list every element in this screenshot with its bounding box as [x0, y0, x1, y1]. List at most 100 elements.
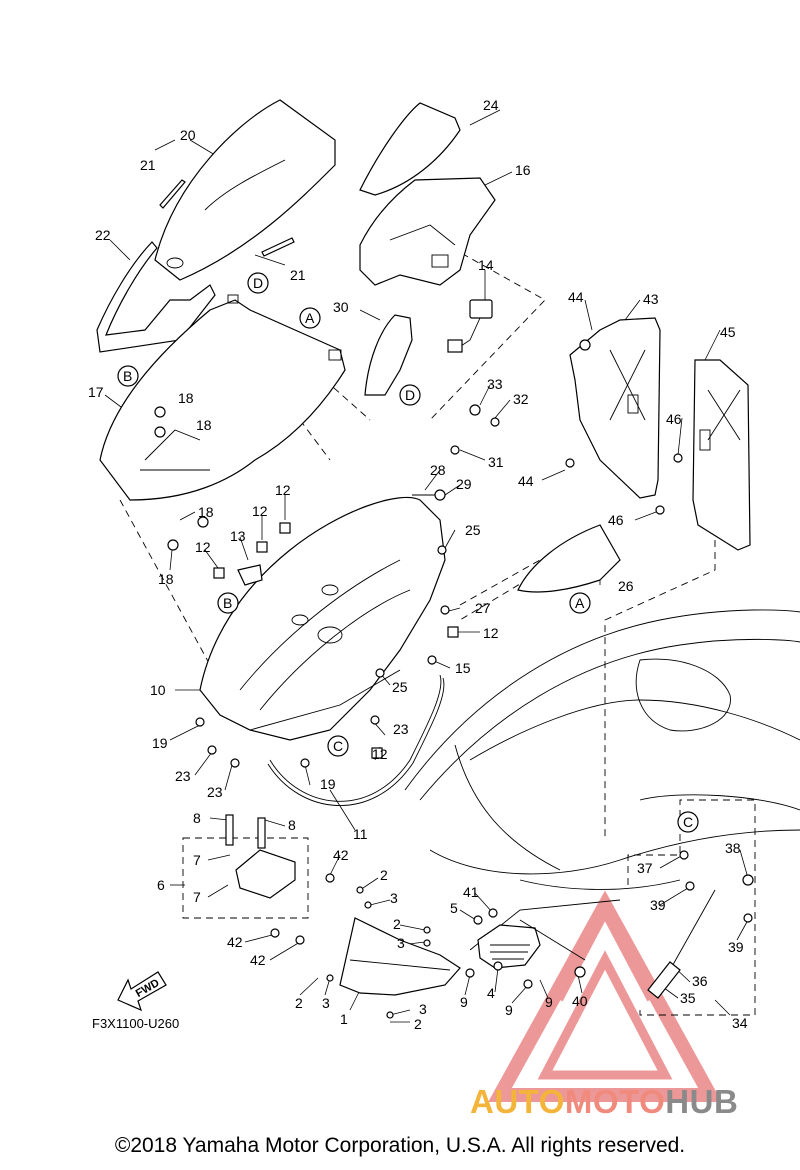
- callout-label: 11: [353, 826, 368, 842]
- callout-label: 31: [488, 454, 504, 470]
- callout-label: 27: [475, 600, 491, 616]
- callout-label: 2: [393, 916, 401, 932]
- callout-label: 18: [158, 571, 174, 587]
- callout-label: 41: [463, 884, 479, 900]
- callout-label: 16: [515, 162, 531, 178]
- callout-label: 45: [720, 324, 736, 340]
- callout-numbers: 20 21 21 22 24 16 14 30 17 18 18 18 18 3…: [88, 97, 748, 1032]
- callout-label: 1: [340, 1011, 348, 1027]
- part-1-guard: [339, 917, 461, 996]
- callout-label: 20: [180, 127, 196, 143]
- ref-mark-c: C: [333, 738, 343, 754]
- part-10-deck-frame: [199, 496, 446, 741]
- callout-label: 39: [650, 897, 666, 913]
- callout-label: 28: [430, 462, 446, 478]
- callout-label: 23: [207, 784, 223, 800]
- callout-label: 19: [320, 776, 336, 792]
- callout-label: 42: [250, 952, 266, 968]
- callout-label: 42: [227, 934, 243, 950]
- fwd-label: FWD: [134, 977, 162, 1000]
- callout-label: 30: [333, 299, 349, 315]
- part-22-trim: [96, 241, 216, 353]
- callout-label: 42: [333, 847, 349, 863]
- watermark-auto: AUTO: [470, 1083, 565, 1120]
- ref-mark-b: B: [223, 595, 232, 611]
- watermark-moto: MOTO: [565, 1083, 665, 1120]
- callout-label: 2: [414, 1016, 422, 1032]
- callout-label: 7: [193, 852, 201, 868]
- callout-label: 18: [196, 417, 212, 433]
- part-24-cover: [359, 102, 461, 196]
- callout-label: 22: [95, 227, 111, 243]
- callout-label: 33: [487, 376, 503, 392]
- watermark-logo-text: AUTOMOTOHUB: [470, 1083, 738, 1120]
- callout-label: 43: [643, 291, 659, 307]
- part-34-rod-spring: [519, 889, 716, 999]
- callout-label: 12: [195, 539, 211, 555]
- callout-label: 12: [483, 625, 499, 641]
- ref-mark-b: B: [123, 368, 132, 384]
- part-11-seal: [267, 674, 445, 806]
- callout-label: 8: [288, 817, 296, 833]
- callout-label: 26: [618, 578, 634, 594]
- callout-label: 3: [397, 935, 405, 951]
- callout-label: 13: [230, 528, 246, 544]
- callout-label: 3: [419, 1001, 427, 1017]
- callout-label: 23: [175, 768, 191, 784]
- callout-label: 7: [193, 889, 201, 905]
- callout-label: 2: [295, 995, 303, 1011]
- callout-label: 12: [275, 482, 291, 498]
- watermark-automotohub: AUTOMOTOHUB: [470, 1083, 738, 1120]
- callout-label: 46: [608, 512, 624, 528]
- part-26-cover: [517, 524, 621, 593]
- ref-mark-c: C: [683, 814, 693, 830]
- callout-label: 2: [380, 867, 388, 883]
- part-4-step-plate: [477, 924, 541, 969]
- callout-label: 36: [692, 973, 708, 989]
- callout-label: 44: [518, 473, 534, 489]
- part-43-panel: [569, 317, 661, 499]
- fwd-direction-arrow: FWD: [117, 971, 167, 1012]
- callout-label: 18: [178, 390, 194, 406]
- part-20-top-cover: [154, 99, 336, 281]
- callout-label: 37: [637, 860, 653, 876]
- callout-label: 6: [157, 877, 165, 893]
- callout-label: 35: [680, 990, 696, 1006]
- callout-label: 9: [505, 1002, 513, 1018]
- part-45-panel: [692, 359, 751, 551]
- callout-label: 25: [465, 522, 481, 538]
- callout-label: 24: [483, 97, 499, 113]
- callout-label: 21: [140, 157, 156, 173]
- callout-label: 8: [193, 810, 201, 826]
- callout-label: 21: [290, 267, 306, 283]
- callout-label: 34: [732, 1015, 748, 1031]
- callout-label: 15: [455, 660, 471, 676]
- ref-mark-a: A: [575, 595, 585, 611]
- part-21-strip: [159, 179, 295, 257]
- callout-label: 14: [478, 257, 494, 273]
- callout-label: 23: [393, 721, 409, 737]
- callout-label: 12: [252, 503, 268, 519]
- ref-mark-a: A: [305, 310, 315, 326]
- callout-label: 3: [322, 995, 330, 1011]
- callout-label: 9: [460, 994, 468, 1010]
- callout-label: 32: [513, 391, 529, 407]
- callout-label: 18: [198, 504, 214, 520]
- callout-label: 9: [545, 994, 553, 1010]
- ref-mark-d: D: [253, 275, 263, 291]
- callout-label: 40: [572, 993, 588, 1009]
- watermark-hub: HUB: [665, 1083, 738, 1120]
- figure-code: F3X1100-U260: [92, 1016, 179, 1031]
- part-30-cover: [364, 314, 413, 396]
- callout-label: 39: [728, 939, 744, 955]
- reference-marks: A A B B C C D D: [117, 272, 699, 833]
- callout-label: 12: [372, 746, 388, 762]
- callout-label: 4: [487, 985, 495, 1001]
- callout-label: 19: [152, 735, 168, 751]
- ref-mark-d: D: [405, 387, 415, 403]
- callout-label: 3: [390, 890, 398, 906]
- part-fasteners: [154, 339, 754, 1019]
- callout-label: 29: [456, 476, 472, 492]
